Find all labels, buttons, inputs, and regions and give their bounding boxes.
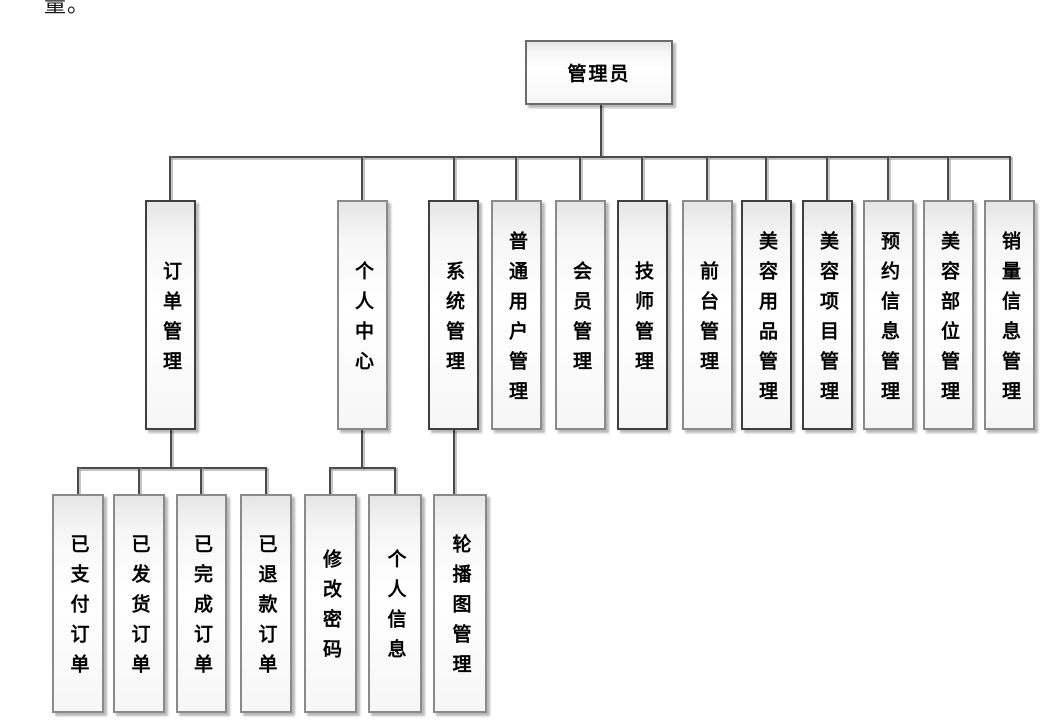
node-front-desk-management: 前台管理 [682,200,733,430]
connector-root-vertical [600,105,602,158]
node-system-management: 系统管理 [428,200,479,430]
connector-personal-rail [329,467,396,469]
node-label: 修改密码 [320,549,341,669]
node-general-user-management: 普通用户管理 [491,200,542,430]
connector-stub-order [265,467,267,495]
connector-stub-l2 [947,156,949,202]
node-label: 普通用户管理 [506,230,527,411]
node-completed-orders: 已完成订单 [176,494,227,713]
connector-stub-l2 [826,156,828,202]
node-label: 美容部位管理 [938,230,959,411]
connector-order-parent [170,430,172,469]
node-shipped-orders: 已发货订单 [113,494,165,713]
connector-stub-personal [329,467,331,495]
connector-stub-l2 [579,156,581,202]
node-personal-info: 个人信息 [368,494,422,713]
node-label: 轮播图管理 [449,534,471,684]
node-paid-orders: 已支付订单 [52,494,104,713]
connector-personal-parent [361,430,363,469]
connector-stub-order [138,467,140,495]
node-label: 已退款订单 [255,534,277,684]
node-carousel-management: 轮播图管理 [433,494,487,713]
node-label: 已完成订单 [191,534,212,684]
node-appointment-info-management: 预约信息管理 [863,200,914,430]
node-sales-info-management: 销量信息管理 [984,200,1035,430]
node-label: 个人中心 [352,260,373,381]
node-label: 会员管理 [570,260,591,381]
connector-stub-order [77,467,79,495]
node-label: 已支付订单 [67,534,89,684]
node-root-label: 管理员 [567,64,631,85]
node-label: 美容用品管理 [756,230,777,411]
connector-stub-l2 [361,156,363,202]
connector-stub-l2 [453,156,455,202]
node-technician-management: 技师管理 [617,200,668,430]
connector-stub-l2 [641,156,643,202]
node-label: 美容项目管理 [817,230,838,411]
clipped-paragraph-text: 量。 [44,0,91,17]
node-refunded-orders: 已退款订单 [240,494,292,713]
connector-stub-l2 [169,156,171,202]
node-label: 已发货订单 [128,534,150,684]
connector-stub-l2 [887,156,889,202]
connector-stub-l2 [706,156,708,202]
node-label: 技师管理 [632,260,653,381]
node-label: 前台管理 [697,260,718,381]
connector-stub-l2 [1009,156,1011,202]
node-order-management: 订单管理 [145,200,196,430]
node-beauty-project-management: 美容项目管理 [802,200,853,430]
node-label: 销量信息管理 [999,230,1020,411]
node-personal-center: 个人中心 [337,200,388,430]
node-member-management: 会员管理 [555,200,606,430]
node-label: 系统管理 [443,260,464,381]
node-beauty-supplies-management: 美容用品管理 [741,200,792,430]
connector-stub-personal [394,467,396,495]
connector-stub-order [200,467,202,495]
connector-system-vertical [453,430,455,494]
connector-order-rail [77,467,267,469]
node-change-password: 修改密码 [304,494,357,713]
node-label: 预约信息管理 [878,230,899,411]
connector-main-rail [169,156,1011,158]
node-label: 个人信息 [384,549,406,669]
node-root: 管理员 [525,40,673,105]
connector-stub-l2 [515,156,517,202]
node-label: 订单管理 [160,260,181,381]
connector-stub-l2 [765,156,767,202]
node-beauty-part-management: 美容部位管理 [923,200,974,430]
